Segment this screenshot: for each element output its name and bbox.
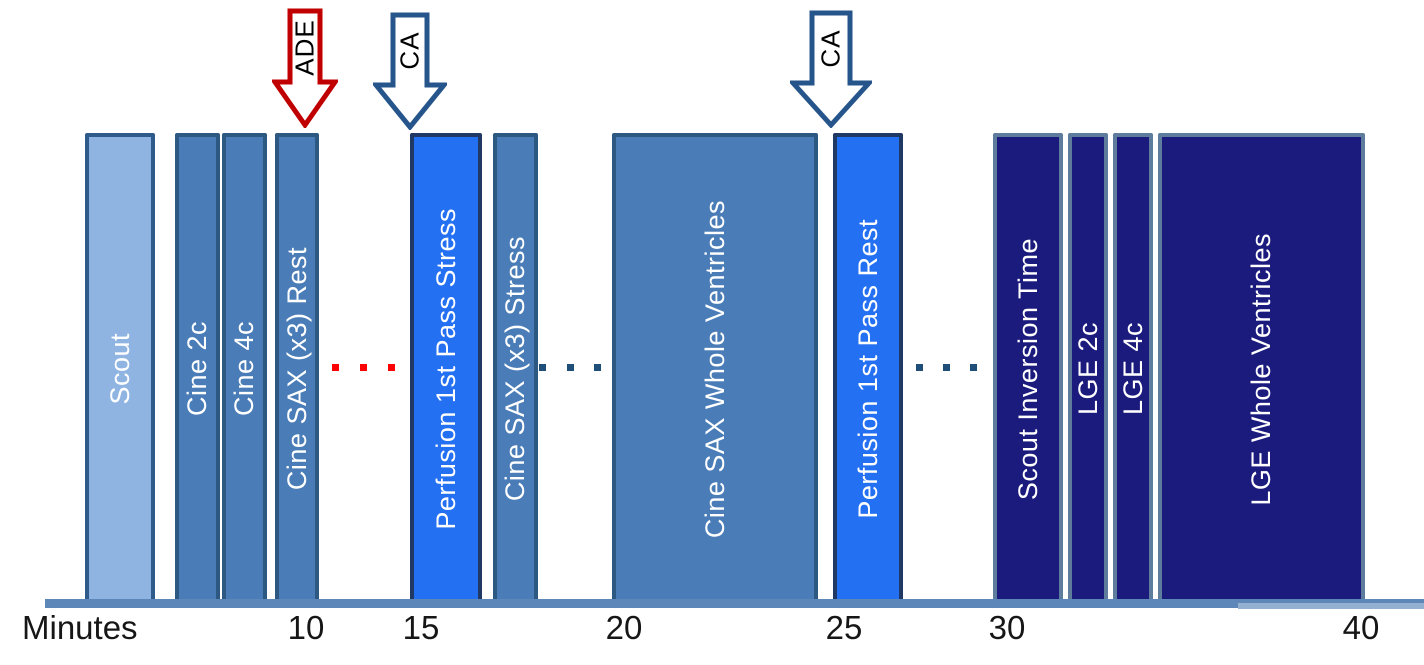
down-arrow-icon [790,10,872,128]
ellipsis-dot [360,364,367,371]
ellipsis-dot [943,364,950,371]
arrow-label-box: CA [790,12,872,85]
time-axis-line [45,599,1424,608]
arrow-label: ADE [289,18,320,76]
bar-scout-inversion-time: Scout Inversion Time [993,133,1063,605]
arrow-label-box: ADE [272,10,338,84]
bar-cine-2c: Cine 2c [175,133,220,605]
bar-label: Cine SAX Whole Ventricles [699,199,730,539]
ellipsis-dot [594,364,601,371]
ellipsis-dot [332,364,339,371]
axis-tick-30: 30 [988,609,1026,646]
bar-perfusion-1st-pass-rest: Perfusion 1st Pass Rest [833,133,903,605]
down-arrow-icon [373,12,447,130]
ellipsis-dot [970,364,977,371]
axis-tick-25: 25 [825,609,863,646]
bar-label: LGE 2c [1072,322,1103,416]
arrow-ca-3: CA [790,10,872,128]
axis-tick-20: 20 [605,609,643,646]
axis-tick-40: 40 [1342,609,1380,646]
bar-label: Perfusion 1st Pass Rest [852,219,883,519]
ellipsis-dot [539,364,546,371]
axis-tick-10: 10 [287,609,325,646]
ellipsis-dot [388,364,395,371]
bar-scout: Scout [85,133,155,605]
bar-lge-4c: LGE 4c [1113,133,1153,605]
bar-label: LGE Whole Ventricles [1246,232,1276,506]
axis-tick-15: 15 [402,609,440,646]
bar-label: Scout Inversion Time [1012,237,1043,501]
arrow-label: CA [815,29,846,68]
bar-cine-sax-whole-ventricles: Cine SAX Whole Ventricles [612,133,818,605]
bar-label: Cine SAX (x3) Stress [500,236,530,502]
time-axis-line-end [1238,603,1424,609]
bar-lge-2c: LGE 2c [1068,133,1108,605]
bar-lge-whole-ventricles: LGE Whole Ventricles [1158,133,1365,605]
arrow-ade-1: ADE [272,8,338,128]
arrow-label-box: CA [373,14,447,87]
ellipsis-dot [567,364,574,371]
bar-label: Cine 2c [182,321,212,417]
bar-cine-sax-x3-stress: Cine SAX (x3) Stress [493,133,538,605]
ellipsis-dot [916,364,923,371]
bar-cine-sax-x3-rest: Cine SAX (x3) Rest [275,133,319,605]
bar-label: Cine 4c [229,321,259,417]
bar-label: Cine SAX (x3) Rest [281,247,312,491]
down-arrow-icon [272,8,338,128]
bar-cine-4c: Cine 4c [222,133,267,605]
bar-label: Perfusion 1st Pass Stress [430,208,461,530]
bar-label: LGE 4c [1117,322,1148,416]
axis-title: Minutes [22,609,138,646]
bar-perfusion-1st-pass-stress: Perfusion 1st Pass Stress [410,133,482,605]
arrow-label: CA [394,31,425,70]
bar-label: Scout [104,333,135,405]
arrow-ca-2: CA [373,12,447,130]
